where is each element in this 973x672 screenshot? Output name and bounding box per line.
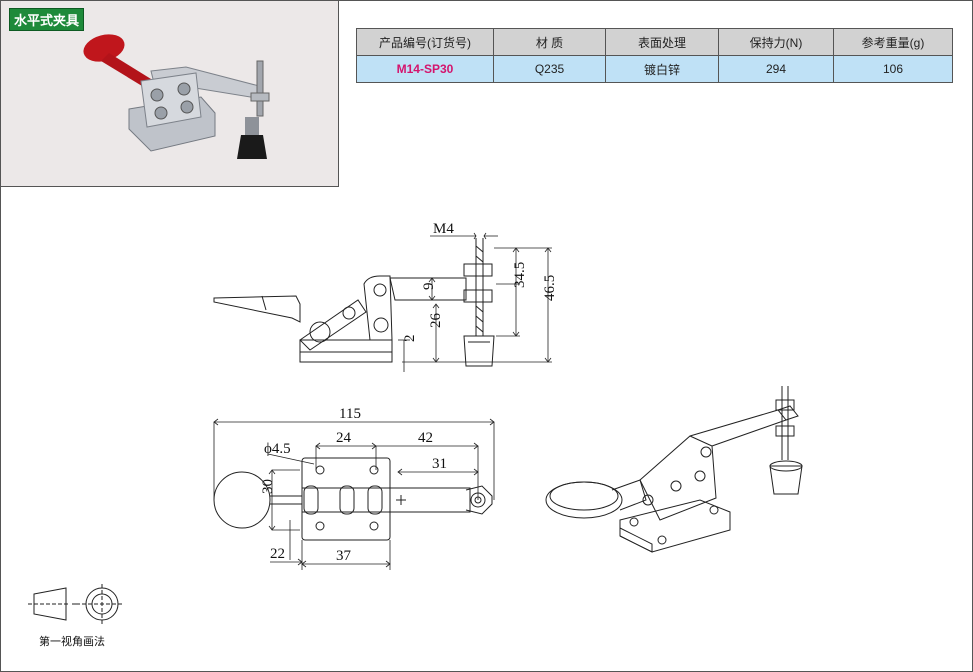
- dim-37: 37: [336, 548, 352, 564]
- dim-31: 31: [432, 456, 447, 472]
- product-type-badge: 水平式夹具: [9, 8, 85, 31]
- header-holding-force: 保持力(N): [718, 28, 834, 56]
- dim-22: 22: [270, 546, 285, 562]
- dim-42: 42: [418, 430, 433, 446]
- cell-surface: 镀白锌: [605, 55, 719, 83]
- cell-weight: 106: [833, 55, 953, 83]
- spec-table-row: M14-SP30 Q235 镀白锌 294 106: [356, 55, 953, 83]
- dim-26: 26: [428, 313, 444, 329]
- dim-9: 9: [421, 283, 437, 291]
- clamp-photo-illustration: [83, 34, 270, 159]
- dim-34-5: 34.5: [512, 262, 528, 288]
- spec-table: 产品编号(订货号) 材 质 表面处理 保持力(N) 参考重量(g) M14-SP…: [356, 28, 953, 83]
- projection-symbol: [28, 584, 122, 624]
- dim-m4: M4: [433, 221, 454, 237]
- cell-holding-force: 294: [718, 55, 834, 83]
- cell-product-code: M14-SP30: [356, 55, 494, 83]
- dim-115: 115: [339, 406, 361, 422]
- dim-30: 30: [260, 479, 276, 494]
- projection-legend-label: 第一视角画法: [39, 636, 105, 648]
- dim-phi-4-5: ϕ4.5: [264, 441, 291, 457]
- side-view: [213, 238, 495, 367]
- top-view: [213, 457, 493, 541]
- isometric-view: [545, 386, 803, 553]
- cell-material: Q235: [493, 55, 606, 83]
- header-product-code: 产品编号(订货号): [356, 28, 494, 56]
- header-weight: 参考重量(g): [833, 28, 953, 56]
- dim-2: 2: [402, 335, 418, 343]
- product-photo: 水平式夹具: [1, 1, 339, 187]
- dim-46-5: 46.5: [542, 275, 558, 301]
- header-material: 材 质: [493, 28, 606, 56]
- dim-24: 24: [336, 430, 352, 446]
